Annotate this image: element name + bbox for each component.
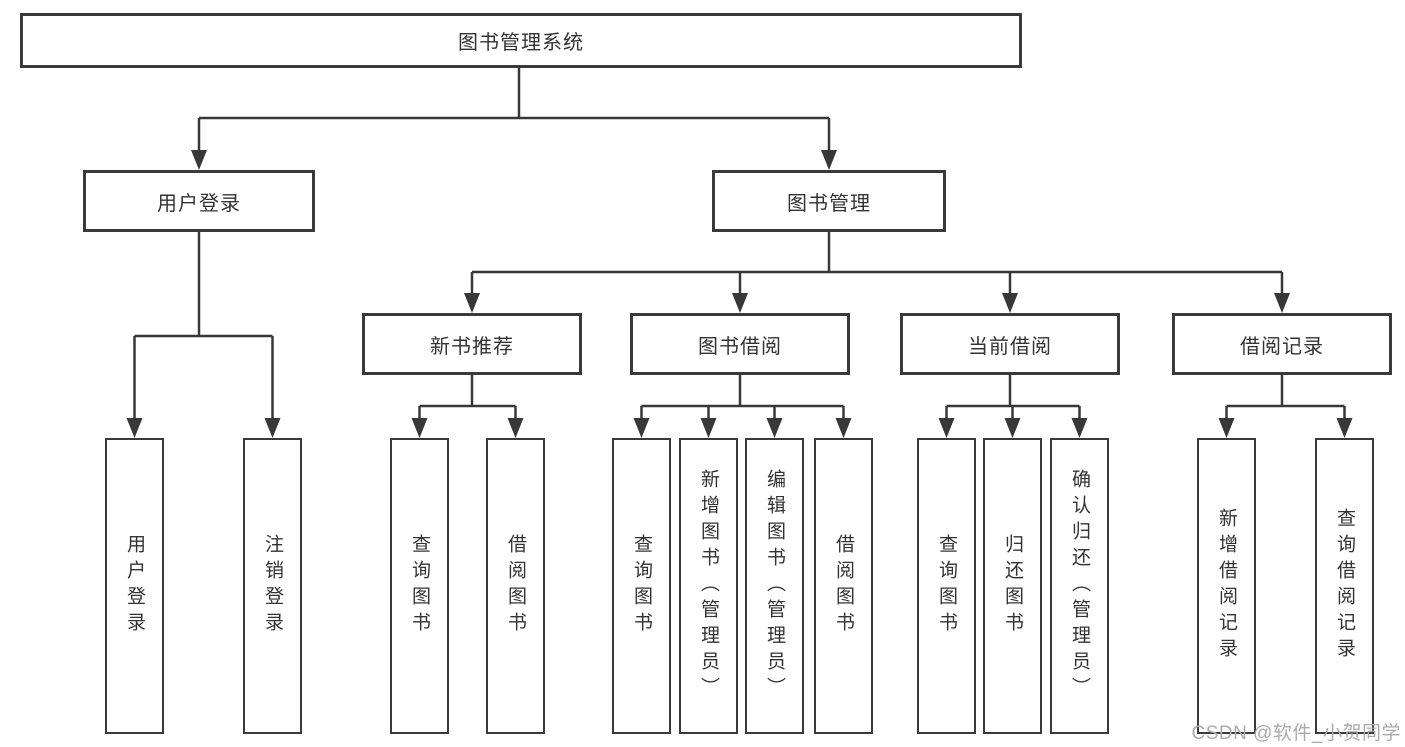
node-label: 图书管理 — [787, 192, 871, 215]
leaf-label: 归还图书 — [1002, 534, 1023, 638]
leaf-query-book-borrow: 查询图书 — [612, 438, 671, 734]
leaf-query-book-current: 查询图书 — [917, 438, 976, 734]
leaf-return-book: 归还图书 — [983, 438, 1042, 734]
leaf-label: 确认归还（管理员） — [1069, 469, 1090, 703]
node-book-borrow: 图书借阅 — [630, 313, 850, 375]
node-label: 用户登录 — [157, 192, 241, 215]
csdn-watermark: CSDN @软件_小贺同学 — [1191, 723, 1401, 744]
connector-book-mgmt-to-level3 — [464, 232, 1290, 313]
node-borrow-records: 借阅记录 — [1172, 313, 1392, 375]
node-label: 图书借阅 — [698, 335, 782, 358]
leaf-label: 查询借阅记录 — [1334, 508, 1355, 664]
leaf-user-login: 用户登录 — [105, 438, 164, 734]
leaf-label: 用户登录 — [124, 534, 145, 638]
leaf-query-book-recommend: 查询图书 — [390, 438, 449, 734]
leaf-borrow-book-recommend: 借阅图书 — [486, 438, 545, 734]
node-label: 新书推荐 — [430, 335, 514, 358]
leaf-edit-book-admin: 编辑图书（管理员） — [745, 438, 804, 734]
connector-new-book-to-leaves — [411, 375, 524, 438]
node-current-borrow: 当前借阅 — [900, 313, 1120, 375]
connector-borrow-records-to-leaves — [1218, 375, 1353, 438]
node-label: 当前借阅 — [968, 335, 1052, 358]
leaf-label: 查询图书 — [631, 534, 652, 638]
leaf-label: 新增图书（管理员） — [698, 469, 719, 703]
leaf-confirm-return-admin: 确认归还（管理员） — [1050, 438, 1109, 734]
node-book-management: 图书管理 — [712, 170, 946, 232]
connector-current-borrow-to-leaves — [938, 375, 1088, 438]
leaf-label: 查询图书 — [936, 534, 957, 638]
node-system-root: 图书管理系统 — [20, 13, 1022, 68]
leaf-label: 查询图书 — [409, 534, 430, 638]
node-user-login: 用户登录 — [83, 170, 315, 232]
leaf-query-borrow-record: 查询借阅记录 — [1315, 438, 1374, 734]
leaf-label: 借阅图书 — [505, 534, 526, 638]
node-label: 图书管理系统 — [458, 32, 584, 54]
leaf-add-book-admin: 新增图书（管理员） — [679, 438, 738, 734]
leaf-label: 借阅图书 — [833, 534, 854, 638]
leaf-label: 注销登录 — [262, 534, 283, 638]
node-label: 借阅记录 — [1240, 335, 1324, 358]
connector-book-borrow-to-leaves — [633, 375, 852, 438]
node-new-book-recommend: 新书推荐 — [362, 313, 582, 375]
connector-user-login-to-leaves — [126, 232, 281, 438]
leaf-logout: 注销登录 — [243, 438, 302, 734]
leaf-label: 编辑图书（管理员） — [764, 469, 785, 703]
leaf-add-borrow-record: 新增借阅记录 — [1197, 438, 1256, 734]
leaf-label: 新增借阅记录 — [1216, 508, 1237, 664]
leaf-borrow-book: 借阅图书 — [814, 438, 873, 734]
connector-root-to-level2 — [191, 68, 837, 170]
